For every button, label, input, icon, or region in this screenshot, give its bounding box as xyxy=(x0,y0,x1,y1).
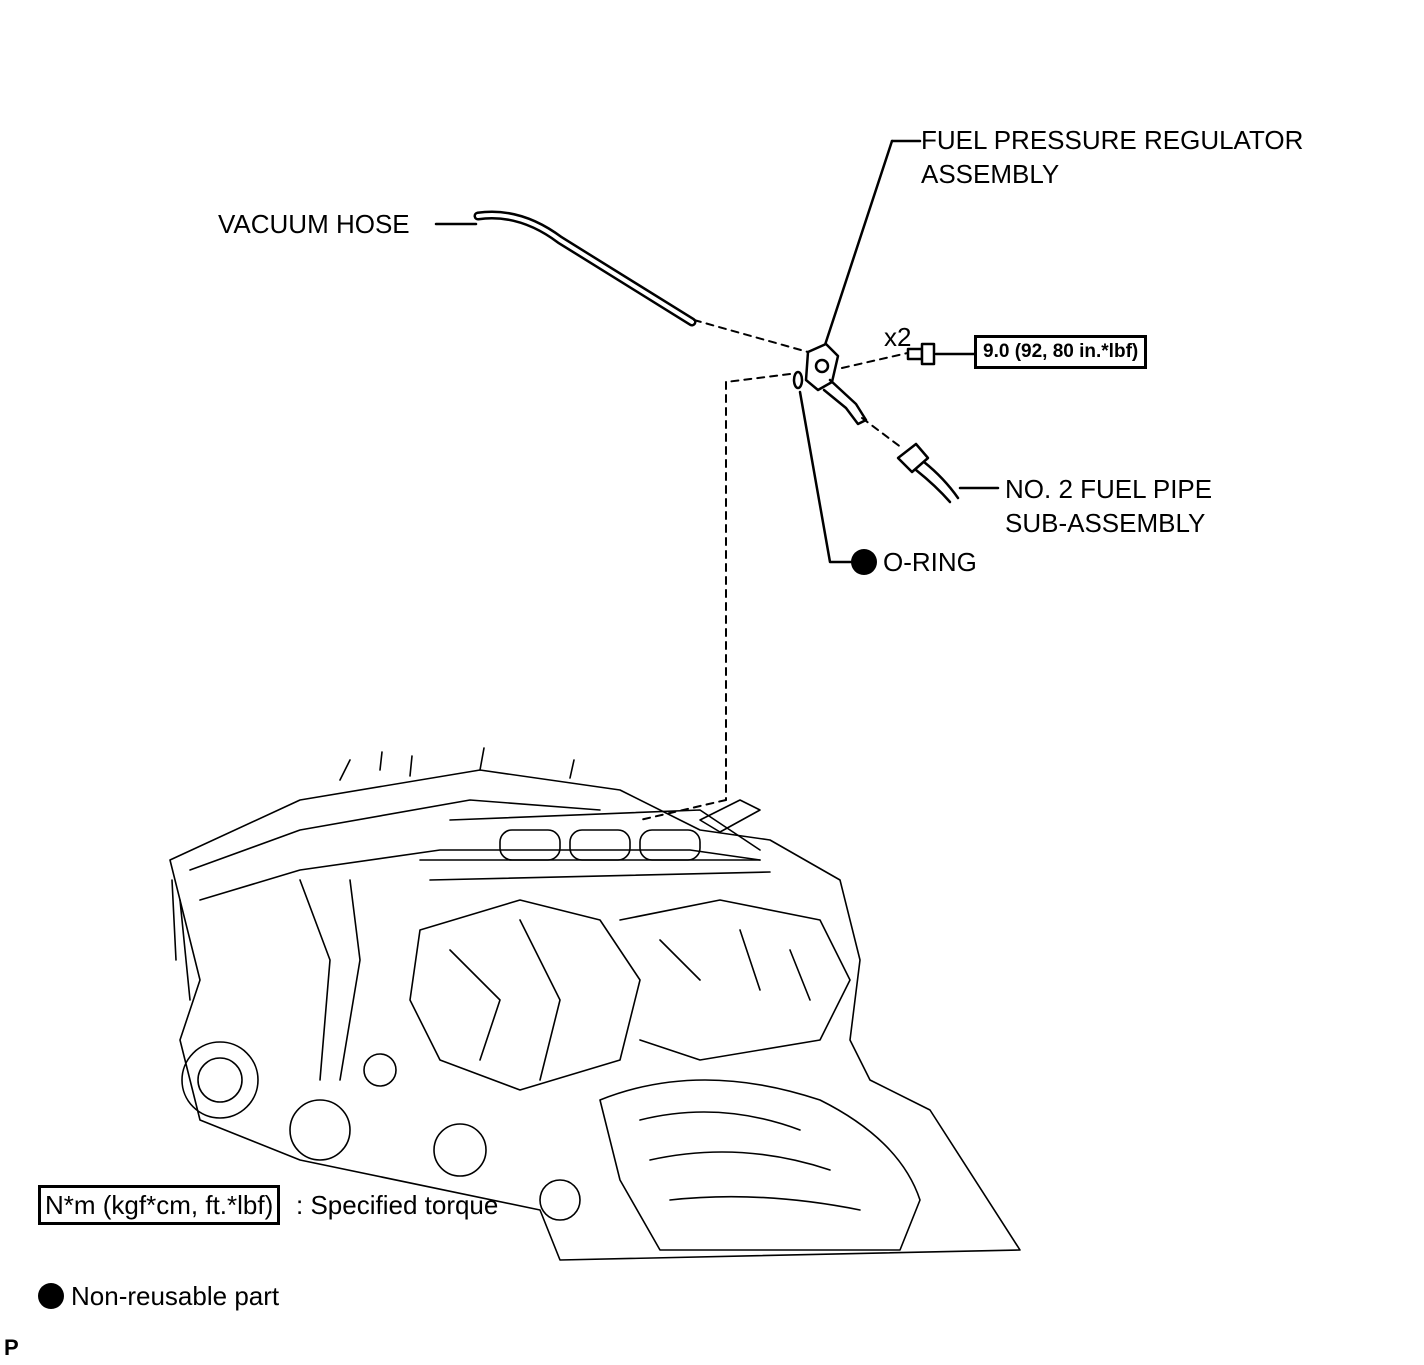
non-reusable-legend-dot-icon xyxy=(38,1283,64,1309)
corner-mark: P xyxy=(4,1335,19,1360)
non-reusable-legend-label: Non-reusable part xyxy=(71,1281,280,1311)
fuel-pipe-label-line2: SUB-ASSEMBLY xyxy=(1005,508,1206,538)
torque-unit-legend-box: N*m (kgf*cm, ft.*lbf) xyxy=(38,1185,281,1225)
non-reusable-dot-icon xyxy=(851,549,877,575)
torque-spec-box: 9.0 (92, 80 in.*lbf) xyxy=(974,335,1148,369)
vacuum-hose-label: VACUUM HOSE xyxy=(218,209,410,239)
torque-legend-description: : Specified torque xyxy=(296,1190,499,1220)
bolt-quantity-label: x2 xyxy=(884,322,912,352)
regulator-label-line1: FUEL PRESSURE REGULATOR xyxy=(921,125,1304,155)
regulator-label-line2: ASSEMBLY xyxy=(921,159,1060,189)
o-ring-label: O-RING xyxy=(883,547,977,577)
fuel-pipe-label-line1: NO. 2 FUEL PIPE xyxy=(1005,474,1213,504)
